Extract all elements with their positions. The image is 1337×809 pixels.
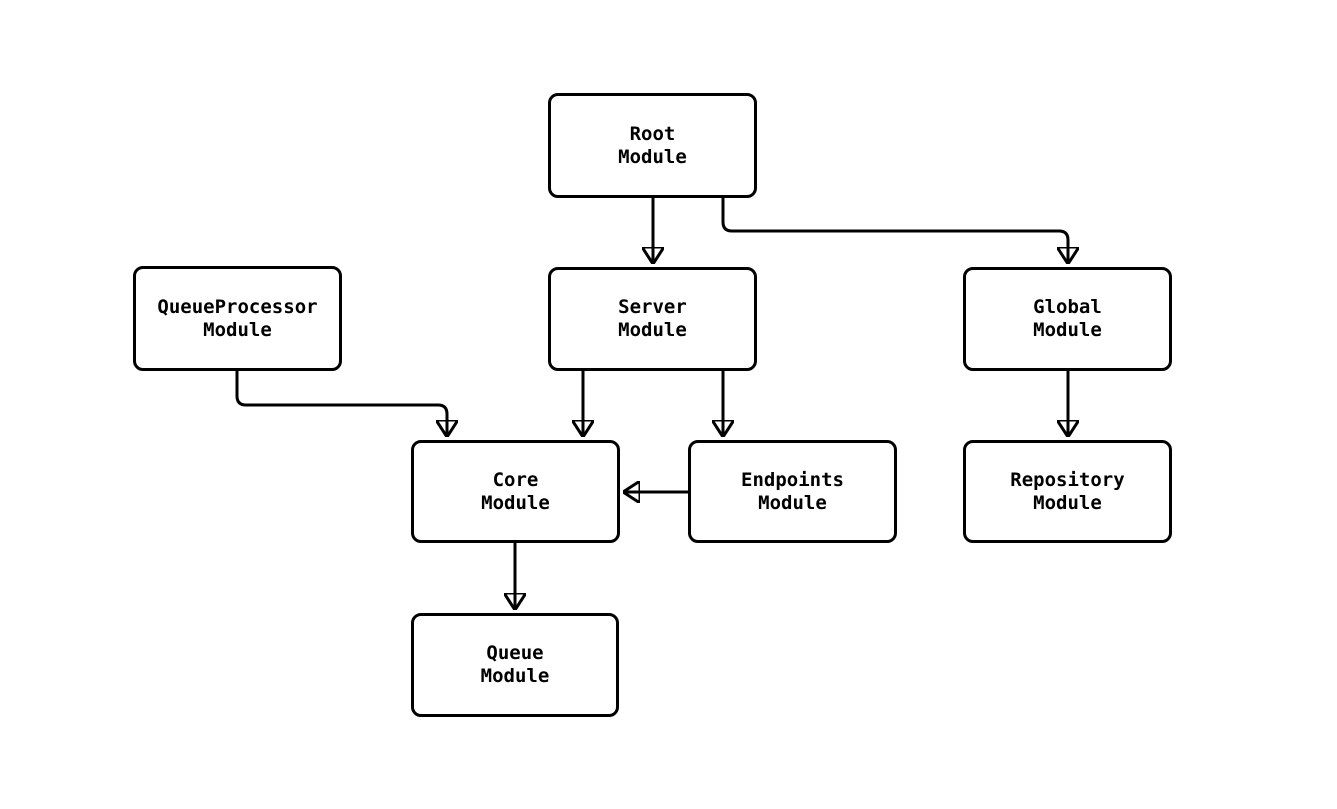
node-label-line: Global bbox=[1033, 296, 1102, 318]
node-label-line: Module bbox=[480, 665, 550, 687]
edge-root-to-global bbox=[721, 198, 1068, 263]
node-endpoints-module: Endpoints Module bbox=[688, 440, 897, 543]
node-label-line: Module bbox=[758, 491, 827, 514]
node-label-line: Module bbox=[481, 491, 550, 514]
node-repository-module: Repository Module bbox=[963, 440, 1172, 543]
node-label-line: Module bbox=[203, 318, 272, 341]
node-queue-module: Queue Module bbox=[411, 613, 619, 717]
node-label-line: Module bbox=[618, 319, 687, 341]
node-core-module: Core Module bbox=[411, 440, 620, 543]
node-label-line: Queue bbox=[486, 642, 544, 664]
node-server-module: Server Module bbox=[548, 267, 757, 371]
node-label-line: Server bbox=[618, 296, 687, 318]
node-label-line: Module bbox=[1033, 319, 1102, 341]
edge-queueprocessor-to-core bbox=[235, 371, 447, 436]
node-label-line: Repository bbox=[1010, 468, 1125, 491]
node-label-line: Module bbox=[618, 145, 687, 168]
node-label-line: Root bbox=[629, 122, 676, 145]
node-label-line: Endpoints bbox=[741, 468, 844, 491]
node-label-line: QueueProcessor bbox=[157, 295, 318, 318]
node-root-module: Root Module bbox=[548, 93, 757, 198]
node-label-line: Core bbox=[492, 468, 539, 491]
node-global-module: Global Module bbox=[963, 267, 1172, 371]
node-queueprocessor-module: QueueProcessor Module bbox=[133, 266, 342, 371]
node-label-line: Module bbox=[1033, 491, 1102, 514]
